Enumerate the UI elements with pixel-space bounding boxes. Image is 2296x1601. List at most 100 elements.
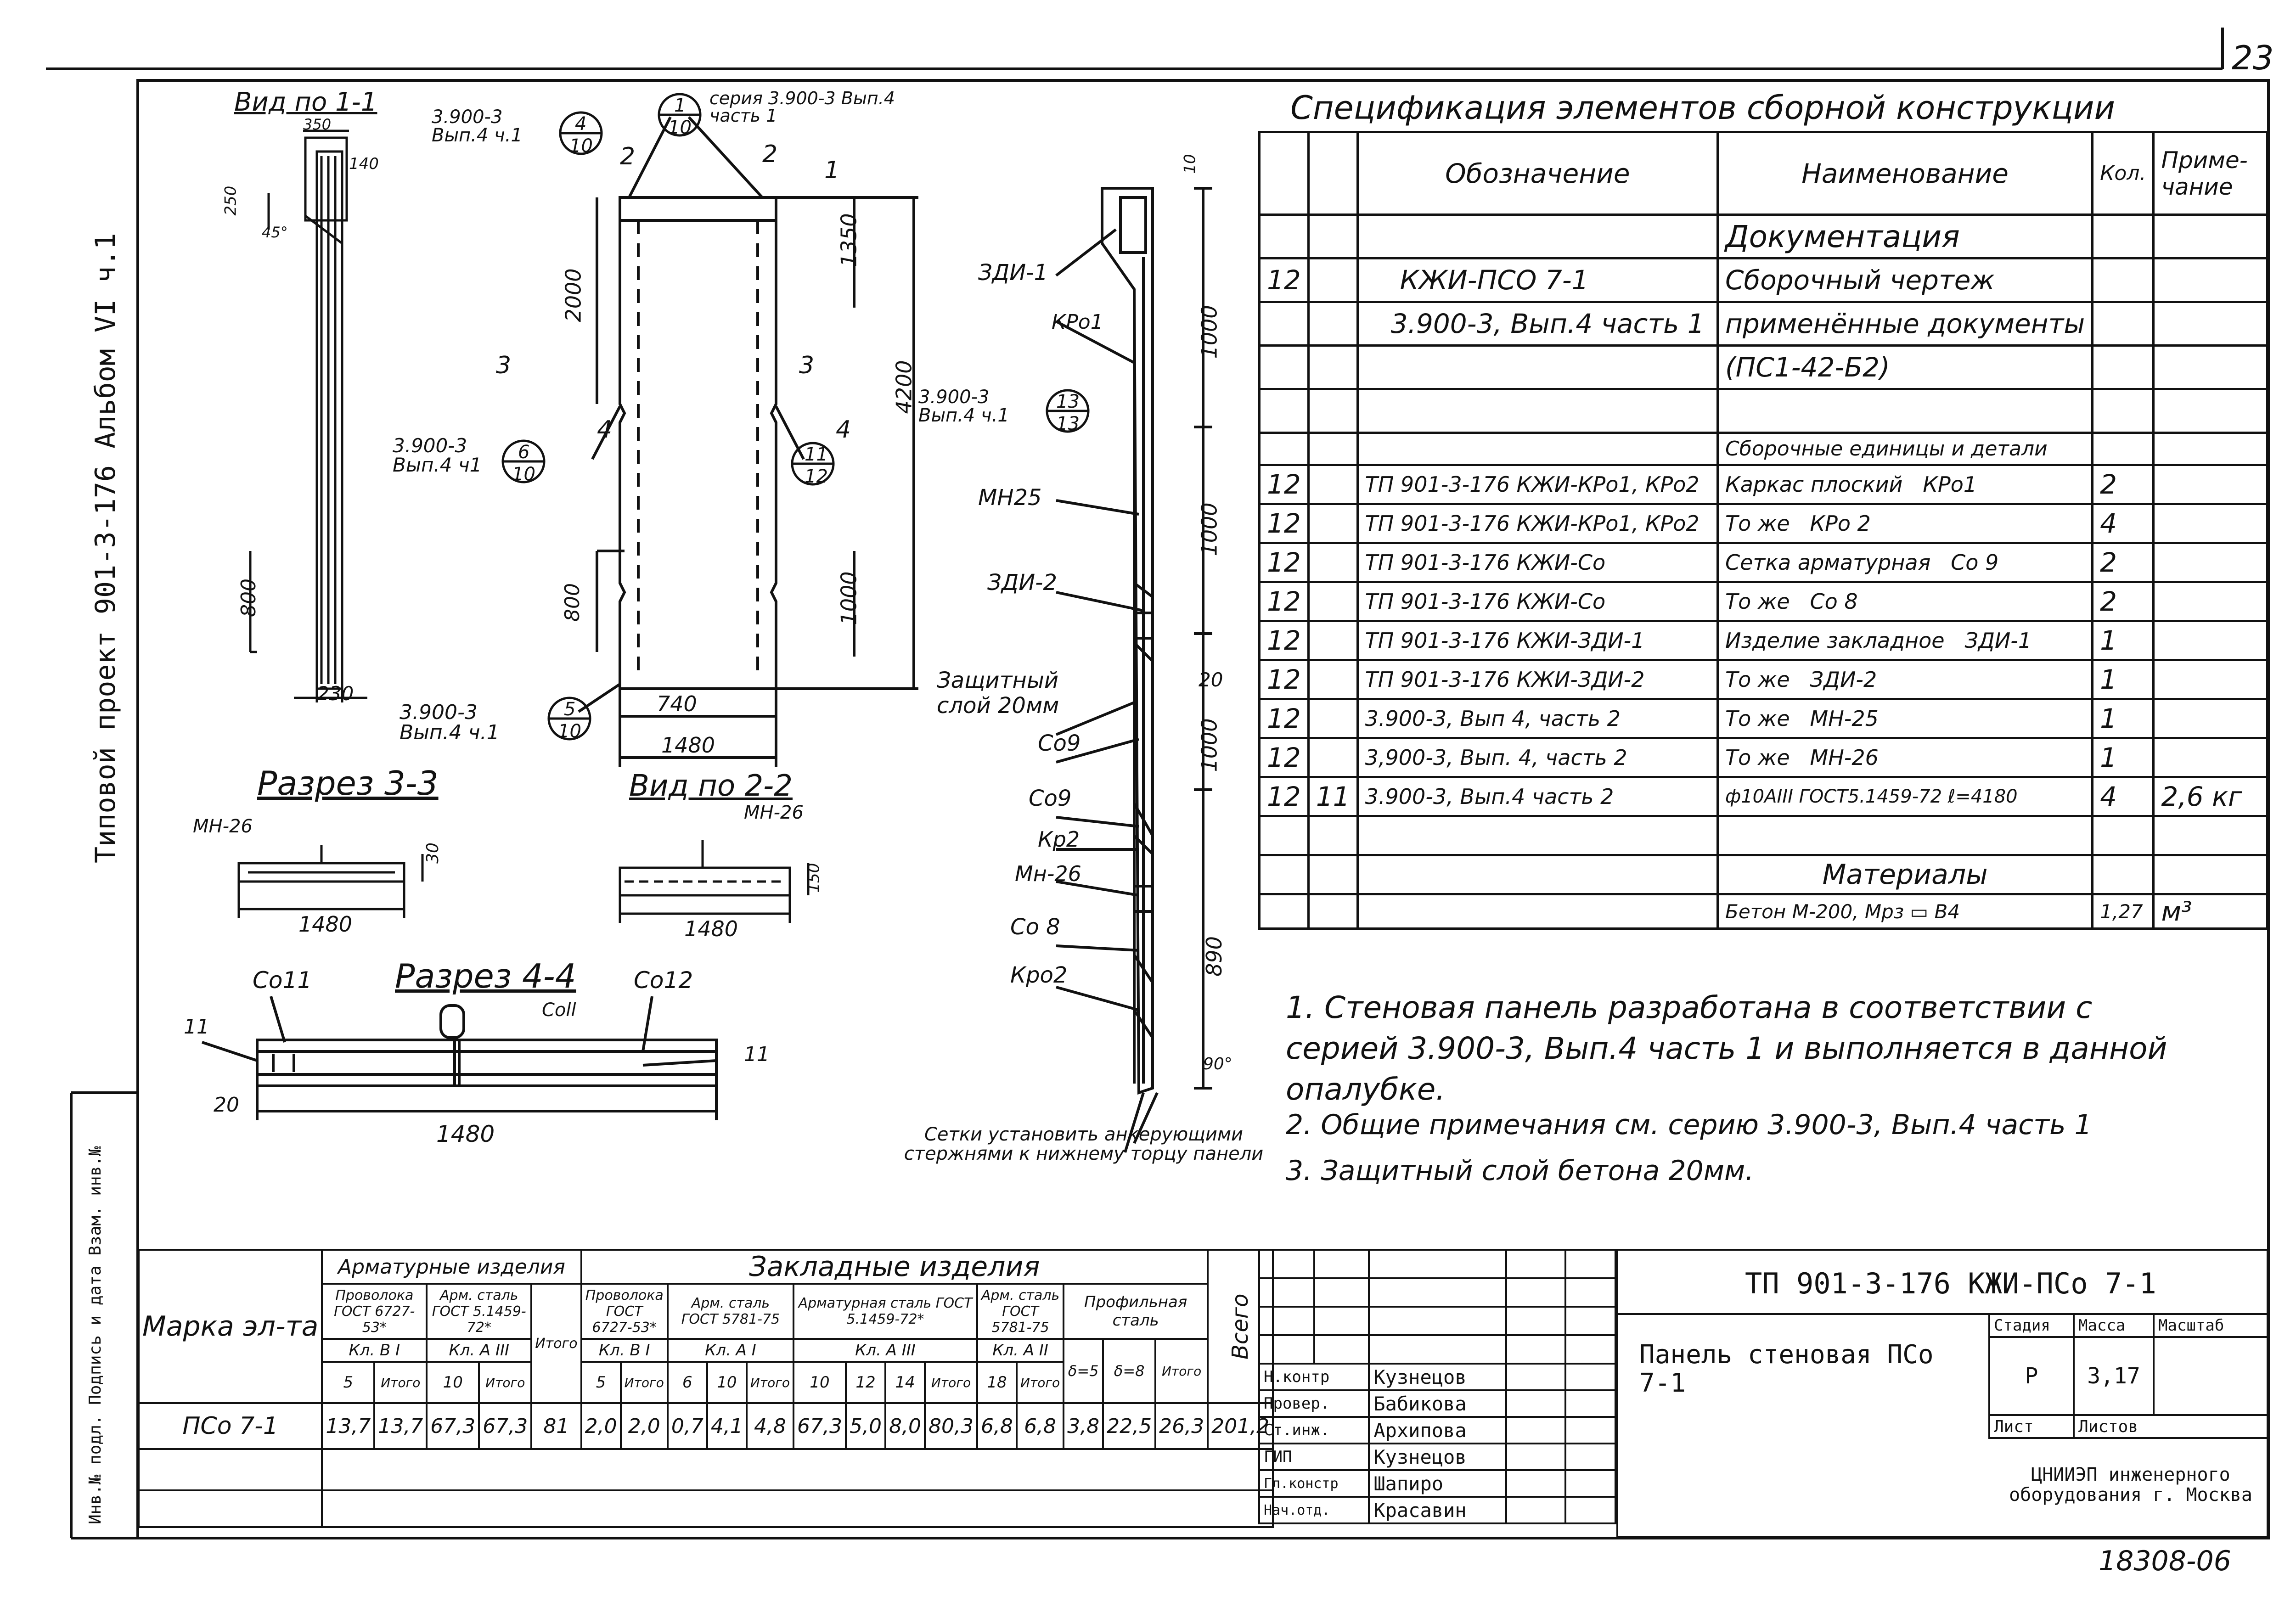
callout-5-num: 11 bbox=[805, 444, 828, 465]
spec-row: (ПС1-42-Б2) bbox=[1258, 344, 2268, 390]
dim-1480: 1480 bbox=[661, 733, 715, 758]
bom-group-rebar: Арматурные изделия bbox=[321, 1249, 582, 1285]
dim-20: 20 bbox=[1199, 668, 1223, 691]
dim-1350: 1350 bbox=[836, 213, 861, 267]
dim-s4-1480: 1480 bbox=[436, 1121, 495, 1147]
dim-s4-20: 20 bbox=[214, 1093, 239, 1117]
label-mn25: МН25 bbox=[978, 485, 1042, 511]
archive-number: 18308-06 bbox=[2099, 1545, 2231, 1577]
spec-header-qty: Кол. bbox=[2091, 131, 2155, 216]
bom-mark-header: Марка эл-та bbox=[137, 1249, 323, 1404]
inventory-vertical-label: Инв.№ подл. Подпись и дата Взам. инв.№ bbox=[86, 1146, 105, 1524]
section-mark-3-right: 3 bbox=[799, 352, 815, 379]
stamp-title: Панель стеновая ПСо 7-1 bbox=[1639, 1340, 1934, 1398]
stamp-staff-row: Ст.инж.Архипова bbox=[1258, 1416, 1616, 1444]
section-mark-4-left: 4 bbox=[597, 416, 613, 444]
view-2-2-title: Вид по 2-2 bbox=[629, 769, 793, 803]
label-zdi2: ЗДИ-2 bbox=[987, 570, 1058, 595]
dim-140: 140 bbox=[349, 155, 379, 173]
dim-890: 890 bbox=[1201, 936, 1227, 977]
spec-section-units: Сборочные единицы и детали bbox=[1716, 432, 2094, 466]
label-kp2: Кр2 bbox=[1038, 827, 1080, 852]
section-mark-3-left: 3 bbox=[496, 352, 512, 379]
dim-s2-150: 150 bbox=[805, 863, 823, 893]
spec-title: Спецификация элементов сборной конструкц… bbox=[1290, 89, 2116, 127]
label-mn26-s3: МН-26 bbox=[193, 816, 253, 837]
label-co12: Co12 bbox=[634, 967, 693, 994]
dim-740: 740 bbox=[657, 691, 697, 716]
dim-s2-1480: 1480 bbox=[684, 916, 738, 941]
callout-3-ref: 3.900-3 Вып.4 ч.1 bbox=[918, 387, 1009, 426]
callout-4-ref: 3.900-3 Вып.4 ч1 bbox=[393, 434, 482, 476]
callout-3-den: 13 bbox=[1056, 413, 1080, 434]
bom-table: Марка эл-та Арматурные изделия Закладные… bbox=[137, 1249, 1274, 1528]
stamp-org: ЦНИИЭП инженерного оборудования г. Москв… bbox=[2009, 1464, 2252, 1506]
view-1-1-title: Вид по 1-1 bbox=[234, 87, 377, 117]
dim-90-deg: 90° bbox=[1203, 1055, 1232, 1073]
label-co9-a: Co9 bbox=[1038, 730, 1081, 756]
stamp-staff-row: Нач.отд.Красавин bbox=[1258, 1496, 1616, 1524]
spec-table: Обозначение Наименование Кол. Приме-чани… bbox=[1258, 131, 2268, 930]
dim-4200: 4200 bbox=[891, 360, 917, 414]
dim-s3-1480: 1480 bbox=[298, 912, 353, 937]
dim-s4-11-right: 11 bbox=[744, 1043, 770, 1066]
callout-3-num: 13 bbox=[1056, 391, 1080, 412]
stamp-staff-row: Провер.Бабикова bbox=[1258, 1389, 1616, 1418]
bom-group-embedded: Закладные изделия bbox=[580, 1249, 1209, 1285]
label-protective-layer: Защитный слой 20мм bbox=[937, 668, 1059, 719]
callout-4-num: 6 bbox=[518, 442, 530, 463]
stamp-divider bbox=[1616, 1313, 2268, 1315]
dim-2000: 2000 bbox=[561, 268, 586, 322]
spec-section-docs: Документация bbox=[1716, 213, 2094, 259]
callout-1-ref: 3.900-3 Вып.4 ч.1 bbox=[432, 107, 523, 146]
label-co9-b: Co9 bbox=[1029, 786, 1072, 811]
spec-section-materials: Материалы bbox=[1716, 854, 2094, 895]
label-coll: Coll bbox=[542, 1000, 576, 1021]
label-anchor-note: Сетки установить анкерующими стержнями к… bbox=[904, 1124, 1264, 1164]
note-2: 2. Общие примечания см. серию 3.900-3, В… bbox=[1286, 1109, 2092, 1141]
section-mark-1: 1 bbox=[824, 157, 840, 184]
label-co8: Co 8 bbox=[1010, 914, 1060, 940]
section-4-4-title: Разрез 4-4 bbox=[395, 957, 576, 995]
callout-6-num: 5 bbox=[564, 699, 576, 720]
dim-1000-r3: 1000 bbox=[1197, 718, 1222, 772]
label-mn26-s2: МН-26 bbox=[744, 802, 804, 823]
section-3-3-title: Разрез 3-3 bbox=[257, 764, 439, 803]
dim-250: 250 bbox=[221, 185, 240, 216]
dim-s3-30: 30 bbox=[423, 843, 442, 864]
callout-1-den: 10 bbox=[569, 135, 593, 157]
callout-2-ref: серия 3.900-3 Вып.4 часть 1 bbox=[709, 88, 895, 126]
section-mark-2-right: 2 bbox=[762, 140, 778, 168]
callout-2-den: 10 bbox=[668, 117, 692, 138]
note-3: 3. Защитный слой бетона 20мм. bbox=[1286, 1155, 1754, 1187]
callout-1-num: 4 bbox=[575, 113, 587, 135]
project-vertical-label: Типовой проект 901-3-176 Альбом VI ч.1 bbox=[90, 233, 122, 863]
dim-800-left: 800 bbox=[236, 579, 260, 617]
label-mn26-rebar: Мн-26 bbox=[1015, 861, 1081, 886]
dim-800-mid: 800 bbox=[560, 583, 584, 622]
dim-230: 230 bbox=[317, 682, 354, 705]
callout-4-den: 10 bbox=[512, 464, 535, 485]
spec-header-designation: Обозначение bbox=[1356, 131, 1719, 216]
dim-10-top: 10 bbox=[1181, 154, 1199, 174]
stamp-right-block bbox=[1616, 1249, 2268, 1538]
sheet-number: 23 bbox=[2232, 39, 2274, 77]
dim-350: 350 bbox=[303, 116, 332, 133]
